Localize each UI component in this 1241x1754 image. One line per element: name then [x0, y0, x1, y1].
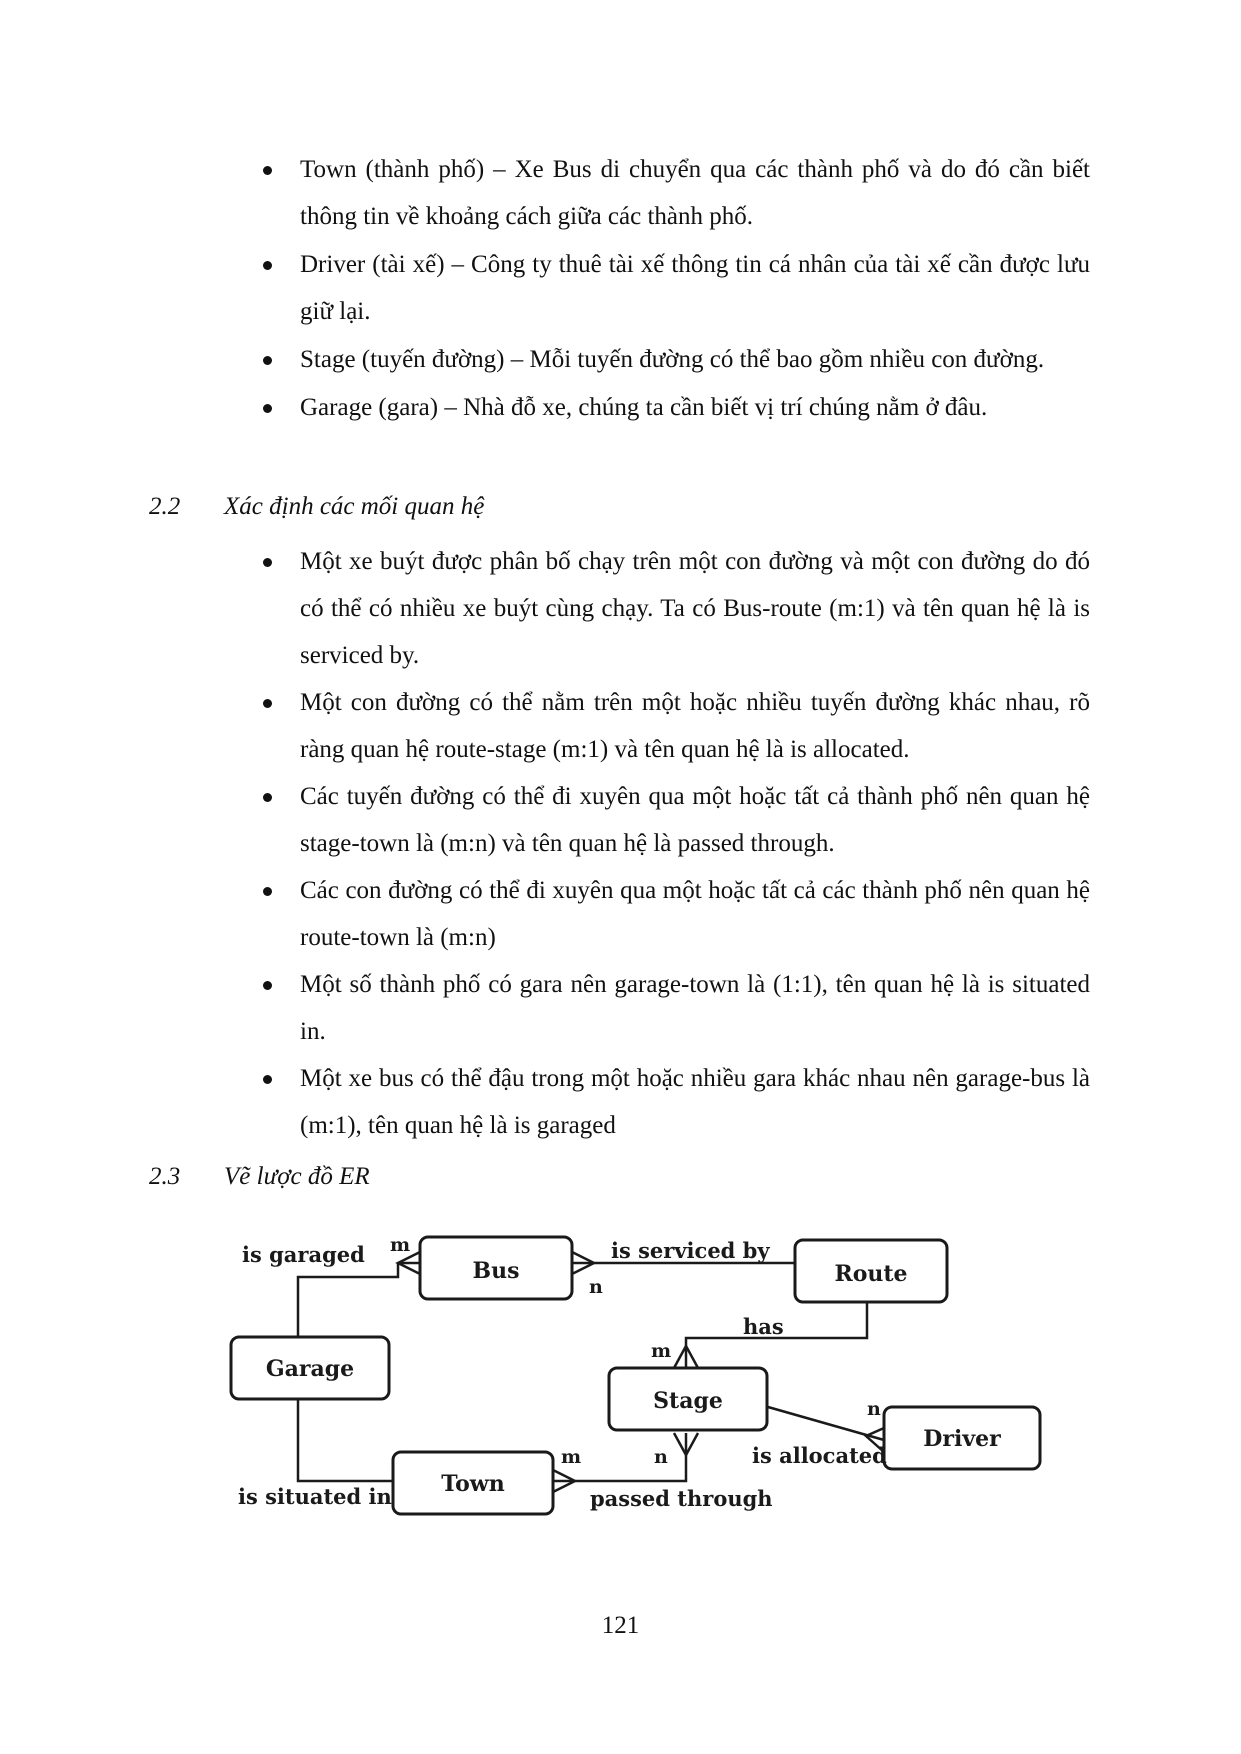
- cardinality-bus-garage: m: [390, 1234, 410, 1256]
- crows-foot-stage-route: [672, 1343, 700, 1369]
- bullet-icon: [263, 356, 272, 365]
- cardinality-town-stage: m: [561, 1446, 581, 1468]
- entity-garage-label: Garage: [266, 1356, 354, 1382]
- bullet-icon: [263, 793, 272, 802]
- rel-has-label: has: [743, 1314, 784, 1339]
- entity-route: [793, 1238, 949, 1304]
- list-item: Một số thành phố có gara nên garage-town…: [250, 961, 1090, 1055]
- list-item: Một con đường có thể nằm trên một hoặc n…: [250, 679, 1090, 773]
- entity-driver: [882, 1405, 1042, 1471]
- crows-foot-bus-route: [571, 1250, 597, 1276]
- entity-town: [391, 1450, 555, 1516]
- entity-bus-label: Bus: [473, 1258, 520, 1284]
- list-item: Các tuyến đường có thể đi xuyên qua một …: [250, 773, 1090, 867]
- list-item: Garage (gara) – Nhà đỗ xe, chúng ta cần …: [250, 384, 1090, 431]
- entity-route-label: Route: [834, 1261, 907, 1287]
- entity-bus: [418, 1235, 574, 1301]
- bullet-icon: [263, 404, 272, 413]
- rel-is-situated-in-label: is situated in: [238, 1484, 392, 1509]
- bullet-icon: [263, 887, 272, 896]
- entity-garage: [229, 1335, 391, 1401]
- list-item: Driver (tài xế) – Công ty thuê tài xế th…: [250, 241, 1090, 335]
- cardinality-driver-stage: n: [867, 1398, 881, 1420]
- crows-foot-bus-garage: [395, 1250, 421, 1276]
- town-stage-line: [553, 1433, 688, 1483]
- cardinality-stage-route: m: [651, 1340, 671, 1362]
- bullet-icon: [263, 981, 272, 990]
- relationship-bullet-list: Một xe buýt được phân bố chạy trên một c…: [250, 538, 1090, 1149]
- garage-bus-line: [296, 1263, 400, 1337]
- route-stage-line: [684, 1291, 869, 1368]
- page-number: 121: [601, 1612, 640, 1639]
- list-item: Các con đường có thể đi xuyên qua một ho…: [250, 867, 1090, 961]
- intro-bullet-list: Town (thành phố) – Xe Bus di chuyển qua …: [250, 146, 1090, 431]
- stage-driver-line: [767, 1405, 885, 1442]
- crows-foot-stage-town: [672, 1432, 700, 1458]
- cardinality-bus-route: n: [589, 1276, 603, 1298]
- rel-is-serviced-by-label: is serviced by: [611, 1238, 770, 1263]
- list-item: Town (thành phố) – Xe Bus di chuyển qua …: [250, 146, 1090, 240]
- entity-stage-label: Stage: [653, 1388, 723, 1414]
- bullet-icon: [263, 1075, 272, 1084]
- entity-town-label: Town: [441, 1471, 504, 1497]
- bullet-icon: [263, 558, 272, 567]
- bullet-icon: [263, 166, 272, 175]
- rel-is-allocated-label: is allocated: [752, 1443, 887, 1468]
- rel-is-garaged-label: is garaged: [242, 1242, 365, 1267]
- entity-stage: [607, 1366, 769, 1432]
- bullet-icon: [263, 261, 272, 270]
- rel-passed-through-label: passed through: [590, 1486, 773, 1511]
- crows-foot-town-stage: [552, 1468, 578, 1494]
- crows-foot-driver-stage: [863, 1426, 885, 1453]
- list-item: Một xe bus có thể đậu trong một hoặc nhi…: [250, 1055, 1090, 1149]
- garage-town-line: [296, 1398, 393, 1483]
- list-item: Một xe buýt được phân bố chạy trên một c…: [250, 538, 1090, 679]
- bullet-icon: [263, 699, 272, 708]
- entity-driver-label: Driver: [923, 1426, 1001, 1452]
- list-item: Stage (tuyến đường) – Mỗi tuyến đường có…: [250, 336, 1090, 383]
- cardinality-stage-town: n: [654, 1446, 668, 1468]
